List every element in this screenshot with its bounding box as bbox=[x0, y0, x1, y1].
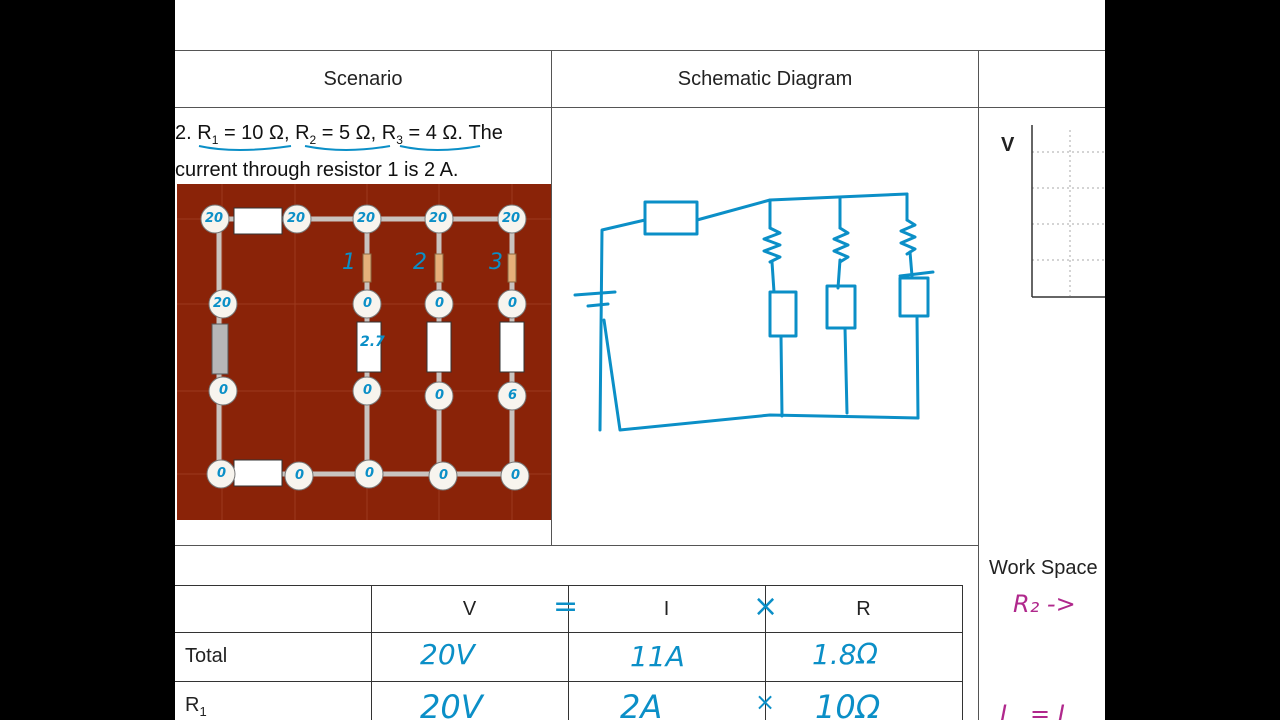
r2-term: R2 = 5 Ω bbox=[295, 122, 371, 147]
r1-times-mark: × bbox=[755, 688, 776, 716]
r1-R: 10Ω bbox=[815, 688, 881, 720]
scenario-line-1: 2. R1 = 10 Ω, R2 = 5 Ω, R3 = 4 Ω. The bbox=[175, 122, 503, 147]
row-label-total: Total bbox=[185, 645, 228, 667]
col-divider-1 bbox=[551, 50, 552, 545]
times-mark: × bbox=[753, 589, 779, 624]
equals-mark: = bbox=[553, 589, 579, 624]
scenario-underlines bbox=[198, 145, 481, 151]
col-header-I: I bbox=[663, 597, 670, 620]
node-values: 20 20 20 20 20 20 0 0 0 2.7 0 0 0 6 0 0 … bbox=[205, 211, 521, 483]
total-R: 1.8Ω bbox=[812, 638, 878, 671]
scenario-text: 2. R1 = 10 Ω, R2 = 5 Ω, R3 = 4 Ω. The cu… bbox=[175, 118, 547, 185]
work-note-1: R₂ -> bbox=[1013, 590, 1076, 618]
section-divider bbox=[175, 545, 978, 546]
graph-grid bbox=[1031, 125, 1105, 298]
row-label-r1: R1 bbox=[185, 694, 207, 719]
circuit-board-drawing bbox=[177, 184, 551, 520]
r1-V: 20V bbox=[420, 688, 483, 720]
col-divider-2 bbox=[978, 50, 979, 720]
header-top-border bbox=[175, 50, 1105, 51]
r1-I: 2A bbox=[620, 688, 663, 720]
worksheet-page: Scenario Schematic Diagram 2. R1 = 10 Ω,… bbox=[175, 0, 1105, 720]
circuit-board-photo: 20 20 20 20 20 20 0 0 0 2.7 0 0 0 6 0 0 … bbox=[177, 184, 551, 520]
total-V: 20V bbox=[420, 638, 475, 671]
r1-term: R1 = 10 Ω bbox=[197, 122, 284, 147]
r3-term: R3 = 4 Ω bbox=[381, 122, 458, 147]
schematic-drawing bbox=[573, 192, 935, 432]
work-space-label: Work Space bbox=[989, 557, 1098, 579]
col-header-V: V bbox=[462, 597, 477, 620]
graph-v-label: V bbox=[1001, 134, 1015, 156]
total-I: 11A bbox=[630, 640, 685, 673]
work-note-2: I = I bbox=[1000, 700, 1065, 720]
scenario-header: Scenario bbox=[323, 67, 403, 90]
header-bottom-border bbox=[175, 107, 1105, 108]
col-header-R: R bbox=[856, 597, 871, 620]
scenario-line-2: current through resistor 1 is 2 A. bbox=[175, 159, 459, 181]
schematic-header: Schematic Diagram bbox=[677, 67, 853, 90]
